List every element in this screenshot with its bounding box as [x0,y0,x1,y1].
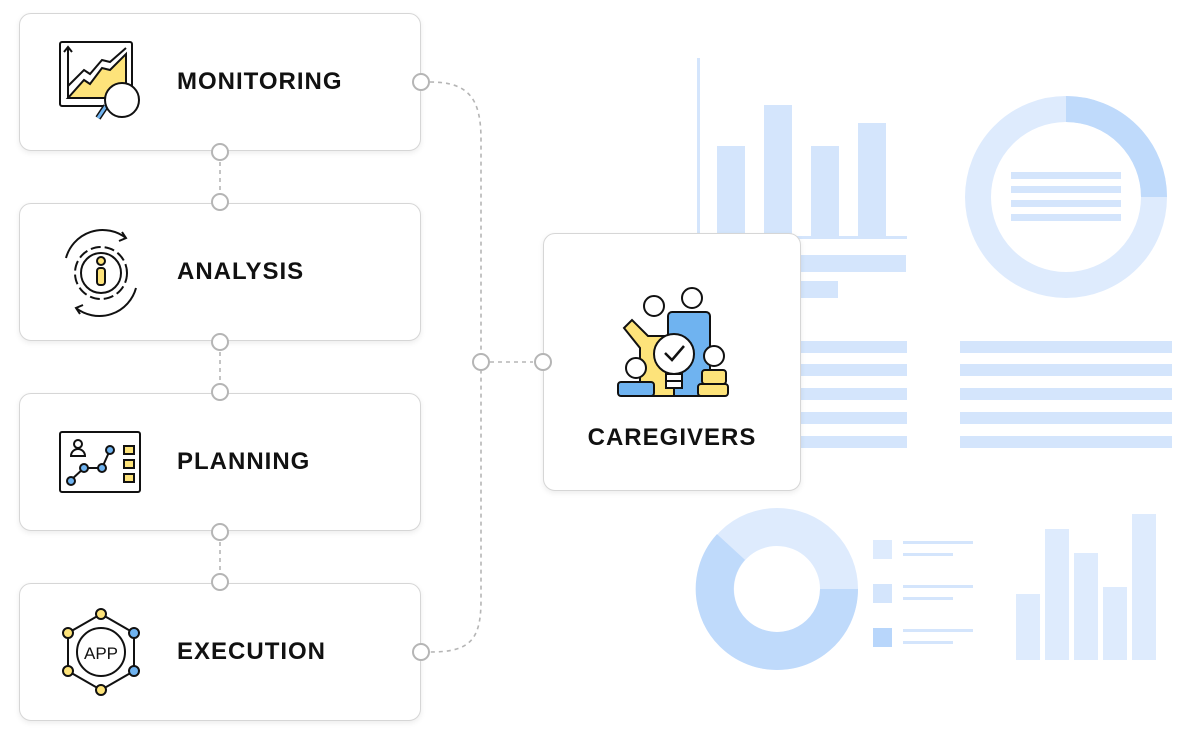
step-label: PLANNING [177,448,311,475]
step-label: ANALYSIS [177,258,305,285]
plan-board-icon [59,431,141,493]
step-card-execution: APP EXECUTION [19,583,421,721]
step-label: EXECUTION [177,638,327,665]
caregivers-label: CAREGIVERS [587,424,757,451]
caregivers-card: CAREGIVERS [543,233,801,491]
chart-magnifier-icon [59,41,140,120]
app-network-icon: APP [62,608,140,696]
svg-text:APP: APP [84,644,118,663]
caregivers-group-icon [617,287,729,397]
step-card-monitoring: MONITORING [19,13,421,151]
step-label: MONITORING [177,68,343,95]
step-card-planning: PLANNING [19,393,421,531]
step-card-analysis: ANALYSIS [19,203,421,341]
gear-info-icon [65,228,137,318]
